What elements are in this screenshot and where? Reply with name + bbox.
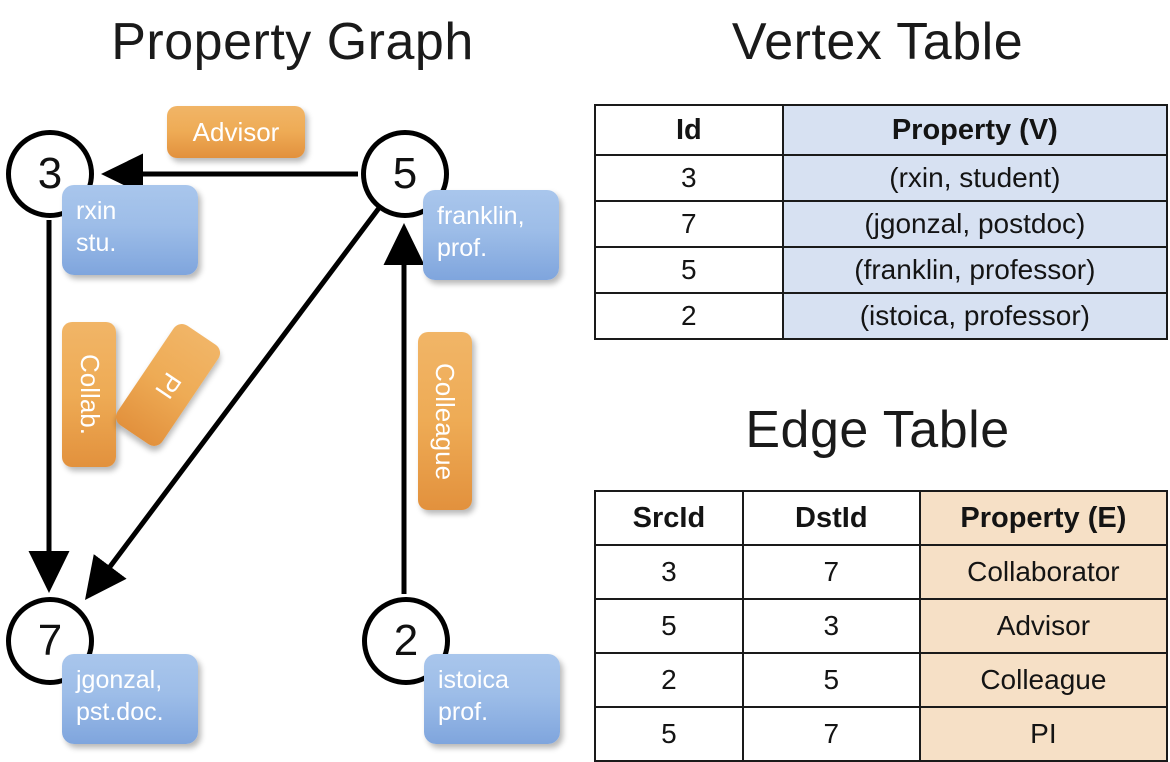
edge-label-colleague-text: Colleague (430, 362, 461, 480)
edge-label-advisor-text: Advisor (192, 116, 280, 147)
edge-table-header-dstid: DstId (741, 490, 921, 546)
edge-label-collab-text: Collab. (74, 354, 105, 435)
edge-table: SrcId DstId Property (E) 3 7 Collaborato… (594, 490, 1169, 762)
vertex-cell-id: 5 (594, 246, 784, 294)
callout-line-1: istoica (438, 666, 509, 694)
vertex-cell-property: (jgonzal, postdoc) (781, 200, 1169, 248)
vertex-table: Id Property (V) 3 (rxin, student) 7 (jgo… (594, 104, 1169, 340)
edge-cell-dst: 5 (741, 652, 921, 708)
callout-line-2: stu. (76, 229, 117, 257)
edge-cell-src: 5 (594, 598, 744, 654)
page-title-property-graph: Property Graph (111, 13, 474, 71)
edge-cell-property: Advisor (918, 598, 1169, 654)
callout-line-2: pst.doc. (76, 698, 164, 726)
edge-cell-src: 5 (594, 706, 744, 762)
page-title-edge-table: Edge Table (745, 401, 1010, 459)
edge-cell-src: 3 (594, 544, 744, 600)
edge-cell-dst: 3 (741, 598, 921, 654)
table-header-row: Id Property (V) (594, 104, 1169, 156)
table-row: 3 (rxin, student) (594, 154, 1169, 202)
edge-cell-property: Colleague (918, 652, 1169, 708)
callout-line-1: franklin, (437, 202, 525, 230)
vertex-property-callout-5: franklin, prof. (423, 190, 559, 280)
edge-table-header-srcid: SrcId (594, 490, 744, 546)
vertex-cell-property: (rxin, student) (781, 154, 1169, 202)
edge-cell-dst: 7 (741, 544, 921, 600)
vertex-property-callout-3: rxin stu. (62, 185, 198, 275)
table-header-row: SrcId DstId Property (E) (594, 490, 1169, 546)
callout-line-1: jgonzal, (76, 666, 163, 694)
table-row: 5 (franklin, professor) (594, 246, 1169, 294)
table-row: 2 (istoica, professor) (594, 292, 1169, 340)
edge-label-collab: Collab. (62, 322, 116, 467)
edge-cell-dst: 7 (741, 706, 921, 762)
edge-cell-src: 2 (594, 652, 744, 708)
vertex-node-2[interactable]: 2 (362, 597, 450, 685)
edge-cell-property: PI (918, 706, 1169, 762)
edge-cell-property: Collaborator (918, 544, 1169, 600)
page-title-vertex-table: Vertex Table (731, 13, 1024, 71)
vertex-table-header-id: Id (594, 104, 784, 156)
callout-line-2: prof. (438, 698, 489, 726)
vertex-property-callout-7: jgonzal, pst.doc. (62, 654, 198, 744)
table-row: 5 7 PI (594, 706, 1169, 762)
callout-line-1: rxin (76, 197, 117, 225)
edge-table-header-property: Property (E) (918, 490, 1169, 546)
vertex-cell-id: 2 (594, 292, 784, 340)
table-row: 2 5 Colleague (594, 652, 1169, 708)
vertex-table-header-property: Property (V) (781, 104, 1169, 156)
callout-line-2: prof. (437, 234, 488, 262)
table-row: 7 (jgonzal, postdoc) (594, 200, 1169, 248)
vertex-cell-property: (franklin, professor) (781, 246, 1169, 294)
vertex-cell-property: (istoica, professor) (781, 292, 1169, 340)
vertex-property-callout-2: istoica prof. (424, 654, 560, 744)
edge-label-advisor: Advisor (167, 106, 305, 158)
vertex-node-5[interactable]: 5 (361, 130, 449, 218)
vertex-cell-id: 7 (594, 200, 784, 248)
property-graph-diagram: 3 5 7 2 rxin stu. franklin, prof. jgonza… (0, 0, 585, 760)
edge-label-pi-text: PI (149, 366, 188, 404)
table-row: 5 3 Advisor (594, 598, 1169, 654)
vertex-cell-id: 3 (594, 154, 784, 202)
edge-label-colleague: Colleague (418, 332, 472, 510)
table-row: 3 7 Collaborator (594, 544, 1169, 600)
graph-edges-svg (28, 153, 425, 600)
edge-5-to-7-pi (85, 206, 381, 600)
